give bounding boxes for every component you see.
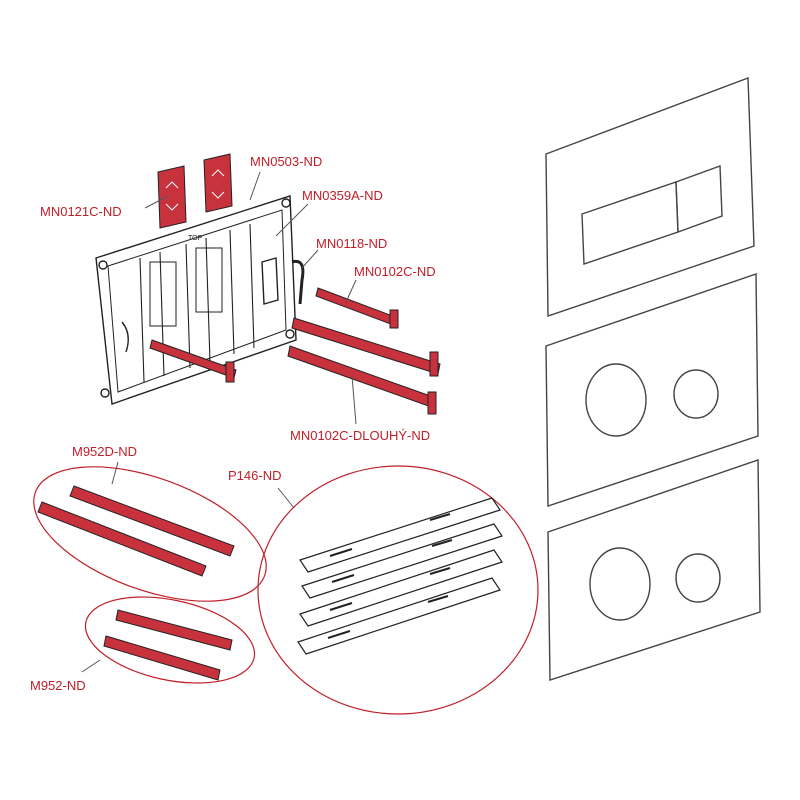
m952d-rods-part (37, 485, 235, 577)
frame-rods (149, 287, 441, 415)
m952-group-ellipse (84, 596, 256, 684)
leader-lines (81, 171, 357, 673)
m952-rods-part (103, 609, 233, 681)
m952d-group-ellipse (33, 466, 267, 602)
flush-plate-round-2 (547, 459, 761, 681)
flush-plate-rectangular (545, 77, 755, 317)
mounting-frame: TOP (95, 195, 297, 405)
label-mn0102c: MN0102C-ND (354, 264, 436, 279)
label-mn0359a: MN0359A-ND (302, 188, 383, 203)
mn0121c-bracket-part (157, 153, 233, 229)
p146-plates-part (297, 497, 503, 655)
flush-plate-round-1 (545, 273, 759, 507)
label-p146: P146-ND (228, 468, 281, 483)
mn0118-wire-part (291, 259, 305, 305)
p146-group-circle (257, 465, 539, 715)
label-mn0102c-long: MN0102C-DLOUHÝ-ND (290, 428, 430, 443)
frame-top-mark: TOP (188, 235, 203, 242)
label-mn0118: MN0118-ND (316, 236, 387, 251)
label-mn0503: MN0503-ND (250, 154, 322, 169)
label-m952d: M952D-ND (72, 444, 137, 459)
label-m952: M952-ND (30, 678, 86, 693)
label-mn0121c: MN0121C-ND (40, 204, 122, 219)
